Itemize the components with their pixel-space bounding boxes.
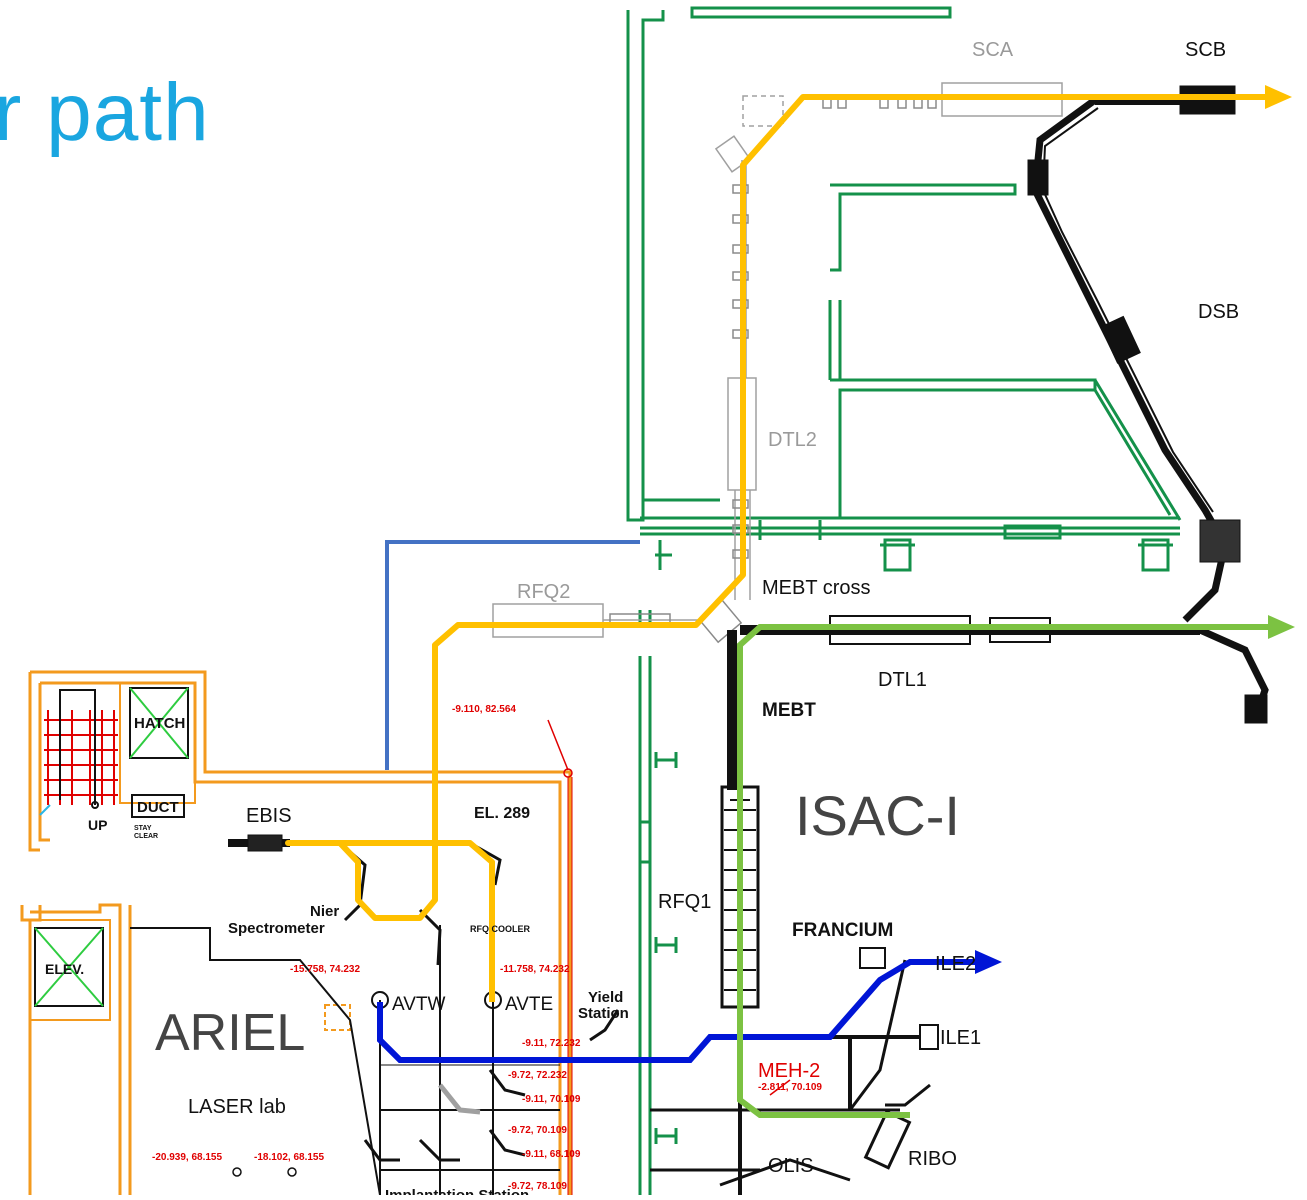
label-meh2: MEH-2 xyxy=(758,1060,820,1082)
label-dsb: DSB xyxy=(1198,301,1239,323)
label-spectrometer: Spectrometer xyxy=(228,920,325,937)
coord-6: -9.11, 70.109 xyxy=(522,1094,581,1105)
label-up: UP xyxy=(88,817,107,833)
coord-2: -15.758, 74.232 xyxy=(290,964,360,975)
label-dtl1: DTL1 xyxy=(878,669,927,691)
coord-4: -9.11, 72.232 xyxy=(522,1038,581,1049)
slide-title: r path xyxy=(0,67,210,158)
yellow-arrowhead xyxy=(1265,85,1292,109)
label-scb: SCB xyxy=(1185,39,1226,61)
green-beam-path xyxy=(737,624,1285,1118)
blue-beam-path xyxy=(377,959,990,1063)
coord-12: -18.102, 68.155 xyxy=(254,1152,324,1163)
label-ebis: EBIS xyxy=(246,805,292,827)
gray-spur xyxy=(438,1083,481,1115)
label-ariel: ARIEL xyxy=(155,1004,305,1062)
label-station: Station xyxy=(578,1005,629,1022)
coord-7: -9.72, 70.109 xyxy=(508,1125,567,1136)
blue-arrowhead xyxy=(975,950,1002,974)
coord-10: -2.811, 70.109 xyxy=(758,1082,822,1093)
label-olis: OLIS xyxy=(768,1155,814,1177)
label-duct: DUCT xyxy=(137,799,179,816)
label-ribo: RIBO xyxy=(908,1148,957,1170)
hatch-box xyxy=(129,687,189,759)
blue-connector-line xyxy=(385,540,640,770)
label-laser-lab: LASER lab xyxy=(188,1096,286,1118)
label-ile1: ILE1 xyxy=(940,1027,981,1049)
stairs xyxy=(44,710,118,805)
coord-11: -20.939, 68.155 xyxy=(152,1152,222,1163)
label-sca: SCA xyxy=(972,39,1014,61)
elevator-box xyxy=(34,927,104,1007)
label-yield: Yield xyxy=(588,989,623,1006)
label-clear: CLEAR xyxy=(134,833,158,840)
label-rfq1: RFQ1 xyxy=(658,891,711,913)
coord-8: -9.11, 68.109 xyxy=(522,1149,581,1160)
label-nier: Nier xyxy=(310,903,339,920)
label-el289: EL. 289 xyxy=(474,805,530,822)
label-rfq2: RFQ2 xyxy=(517,581,570,603)
coord-markers xyxy=(232,719,791,1195)
coord-5: -9.72, 72.232 xyxy=(508,1070,567,1081)
label-rfq-cooler: RFQ COOLER xyxy=(470,924,530,934)
label-isac1: ISAC-I xyxy=(795,784,960,847)
coord-3: -11.758, 74.232 xyxy=(500,964,570,975)
stair-arrows xyxy=(39,689,99,816)
hall-walls xyxy=(626,6,1182,1195)
label-dtl2: DTL2 xyxy=(768,429,817,451)
label-elev: ELEV. xyxy=(45,961,84,977)
label-mebt: MEBT xyxy=(762,700,816,721)
coord-9: -9.72, 78.109 xyxy=(508,1181,567,1192)
label-stay: STAY xyxy=(134,825,152,832)
label-ile2: ILE2 xyxy=(935,953,976,975)
label-avte: AVTE xyxy=(505,994,553,1015)
gray-structures xyxy=(492,82,1063,638)
duct-box xyxy=(131,794,185,818)
label-francium: FRANCIUM xyxy=(792,920,893,941)
label-mebt-cross: MEBT cross xyxy=(762,577,871,599)
yellow-beam-path xyxy=(285,94,1280,1002)
label-hatch: HATCH xyxy=(134,715,185,732)
coord-1: -9.110, 82.564 xyxy=(452,704,516,715)
label-avtw: AVTW xyxy=(392,994,446,1015)
green-arrowhead xyxy=(1268,615,1295,639)
